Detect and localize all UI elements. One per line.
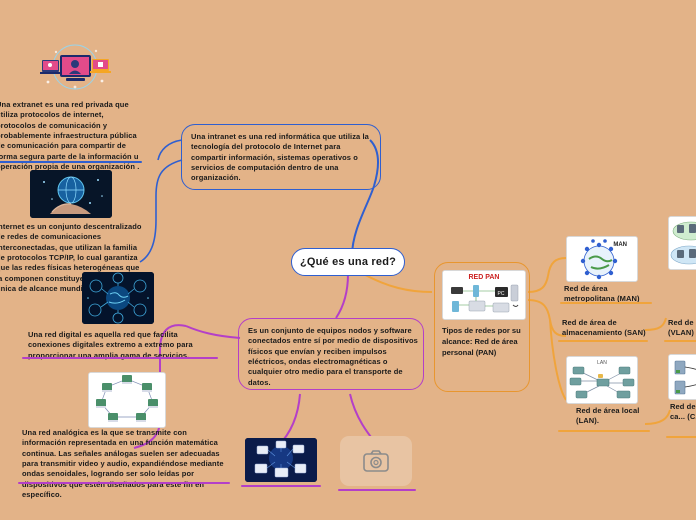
photo-placeholder-underline: [338, 489, 416, 492]
node-can-underline: [666, 436, 696, 439]
node-lan-caption: Red de área local (LAN).: [576, 406, 640, 426]
node-red-analogica-underline: [18, 482, 230, 485]
node-vlan-bar: [664, 340, 696, 343]
node-lan-underline: [558, 430, 650, 433]
thumbnail-video-conference[interactable]: [32, 42, 118, 92]
global-network-icon: [82, 272, 154, 324]
camera-placeholder-icon: [363, 450, 389, 472]
node-extranet-text: Una extranet es una red privada que util…: [0, 100, 140, 172]
node-man-bar: [560, 302, 652, 305]
node-pan-caption: Tipos de redes por su alcance: Red de ár…: [442, 326, 521, 357]
thumbnail-pan-diagram[interactable]: RED PAN PC: [442, 270, 526, 320]
svg-text:RED PAN: RED PAN: [469, 274, 500, 281]
hand-holding-globe-icon: [30, 170, 112, 218]
node-intranet-text: Una intranet es una red informática que …: [191, 132, 369, 183]
thumbnail-devices-cloud[interactable]: [245, 438, 317, 482]
thumbnail-vlan-diagram[interactable]: [668, 216, 696, 270]
central-node-label: ¿Qué es una red?: [299, 256, 397, 268]
thumbnail-man-diagram[interactable]: MAN: [566, 236, 638, 282]
photo-placeholder[interactable]: [340, 436, 412, 486]
node-pan-card[interactable]: RED PAN PC Tipos de redes por su alcance…: [434, 262, 530, 392]
node-man-underline: [560, 302, 652, 305]
man-network-icon: MAN: [567, 237, 637, 281]
can-network-icon: C: [669, 355, 696, 399]
thumbnail-devices-underline: [241, 485, 321, 488]
node-extranet-underline: [0, 161, 142, 164]
central-node[interactable]: ¿Qué es una red?: [291, 248, 405, 276]
node-definicion-text: Es un conjunto de equipos nodos y softwa…: [248, 326, 418, 387]
node-san-underline: [558, 340, 648, 343]
node-lan-bar: [558, 430, 650, 433]
ring-topology-icon: [89, 373, 165, 427]
thumbnail-ring-topology[interactable]: [88, 372, 166, 428]
node-can-caption: Red de área ca... (C...: [670, 402, 696, 422]
node-san-bar: [558, 340, 648, 343]
video-conference-icon: [40, 44, 111, 90]
node-san-caption: Red de área de almacenamiento (SAN): [562, 318, 646, 338]
node-red-analogica-text: Una red analógica es la que se transmite…: [22, 428, 224, 500]
node-can-bar: [666, 436, 696, 439]
thumbnail-global-network[interactable]: [82, 272, 154, 324]
devices-network-icon: [245, 438, 317, 482]
thumbnail-hand-globe[interactable]: [30, 170, 112, 218]
node-definicion-box[interactable]: Es un conjunto de equipos nodos y softwa…: [238, 318, 424, 390]
node-man-caption: Red de área metropolitana (MAN): [564, 284, 640, 304]
svg-text:LAN: LAN: [597, 360, 607, 366]
thumbnail-can-diagram[interactable]: C: [668, 354, 696, 400]
thumbnail-lan-diagram[interactable]: LAN: [566, 356, 638, 404]
node-internet-text: Internet es un conjunto descentralizado …: [0, 222, 144, 294]
pan-network-icon: RED PAN PC: [443, 271, 525, 319]
vlan-network-icon: [669, 217, 696, 269]
node-vlan-caption: Red de área (VLAN): [668, 318, 696, 338]
svg-text:PC: PC: [498, 291, 505, 297]
svg-text:MAN: MAN: [613, 242, 627, 248]
node-vlan-underline: [664, 340, 696, 343]
node-intranet-box[interactable]: Una intranet es una red informática que …: [181, 124, 381, 190]
node-red-digital-text: Una red digital es aquella red que facil…: [28, 330, 193, 360]
node-red-digital-underline: [22, 357, 218, 360]
lan-network-icon: LAN: [567, 357, 637, 403]
